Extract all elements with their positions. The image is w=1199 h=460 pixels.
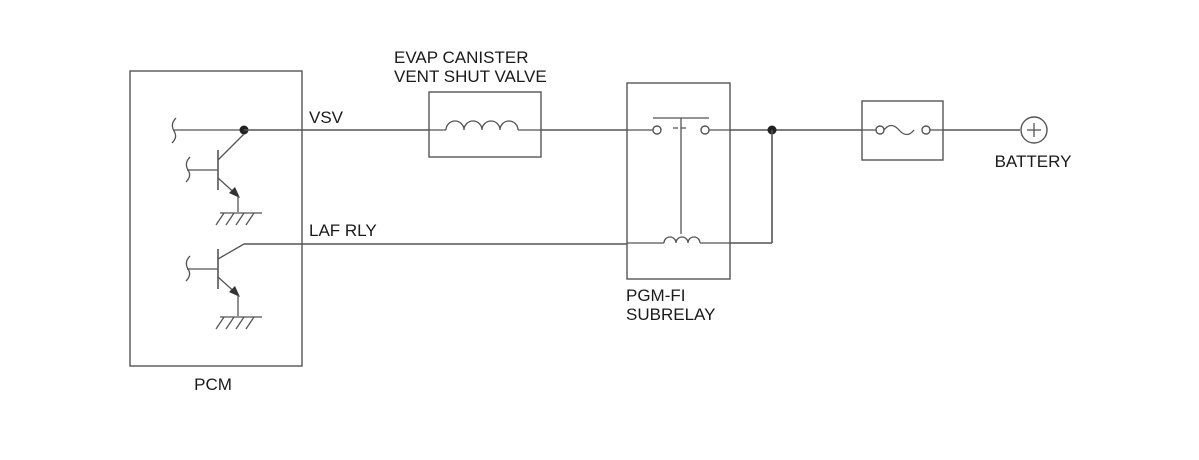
battery: BATTERY — [943, 116, 1072, 171]
solenoid-coil-icon — [445, 120, 519, 131]
laf-rly-wire-label: LAF RLY — [309, 221, 377, 240]
subrelay-label-line1: PGM-FI — [626, 286, 686, 305]
vent-valve-label-line1: EVAP CANISTER — [394, 48, 528, 67]
pcm-box — [129, 70, 303, 367]
vent-valve-label-line2: VENT SHUT VALVE — [394, 67, 547, 86]
subrelay-box — [626, 82, 731, 280]
transistor-laf-icon — [185, 243, 245, 316]
vsv-wire-label: VSV — [309, 108, 344, 127]
vsv-wire: VSV — [244, 108, 429, 131]
fuse-element-icon — [883, 124, 915, 136]
fuse — [861, 100, 944, 161]
relay-coil-icon — [663, 236, 701, 244]
pcm-internal-connector-upper — [171, 117, 177, 144]
vent-valve-box — [428, 91, 542, 158]
transistor-vsv-icon — [185, 133, 245, 212]
pgm-fi-subrelay: PGM-FI SUBRELAY — [626, 82, 731, 324]
subrelay-label-line2: SUBRELAY — [626, 305, 715, 324]
relay-contact-terminal — [700, 125, 710, 135]
laf-rly-wire: LAF RLY — [244, 221, 627, 245]
pcm-label: PCM — [194, 375, 232, 394]
relay-contact-terminal — [652, 125, 662, 135]
ground-icon — [215, 212, 262, 226]
pcm-unit: PCM — [129, 70, 303, 394]
battery-label: BATTERY — [995, 152, 1072, 171]
vent-shut-valve: EVAP CANISTER VENT SHUT VALVE — [394, 48, 547, 158]
ground-icon — [215, 316, 262, 330]
